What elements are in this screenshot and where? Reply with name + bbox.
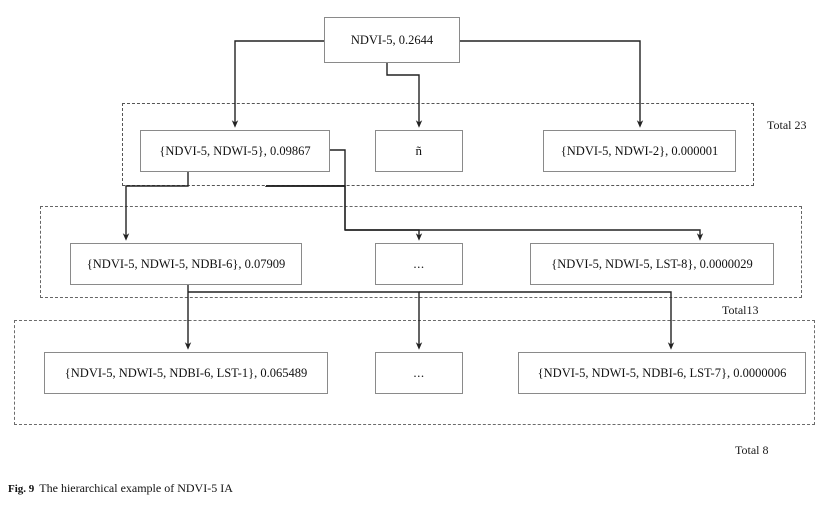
figure-caption: Fig. 9 The hierarchical example of NDVI-5… (8, 481, 233, 496)
group-total-label-level2: Total 23 (767, 118, 807, 132)
node-level4-right[interactable]: {NDVI-5, NDWI-5, NDBI-6, LST-7}, 0.00000… (518, 352, 806, 394)
figure-caption-text: The hierarchical example of NDVI-5 IA (39, 481, 233, 495)
figure-caption-label: Fig. 9 (8, 483, 35, 495)
group-total-label-level4: Total 8 (735, 443, 769, 457)
node-level2-middle-ellipsis[interactable]: ñ (375, 130, 463, 172)
node-level3-left[interactable]: {NDVI-5, NDWI-5, NDBI-6}, 0.07909 (70, 243, 302, 285)
group-boundary-level2 (122, 103, 754, 186)
node-level3-right[interactable]: {NDVI-5, NDWI-5, LST-8}, 0.0000029 (530, 243, 774, 285)
node-root[interactable]: NDVI-5, 0.2644 (324, 17, 460, 63)
node-level3-middle-ellipsis[interactable]: ... (375, 243, 463, 285)
node-level4-middle-ellipsis[interactable]: ... (375, 352, 463, 394)
group-total-label-level3: Total13 (722, 303, 759, 317)
node-level4-left[interactable]: {NDVI-5, NDWI-5, NDBI-6, LST-1}, 0.06548… (44, 352, 328, 394)
node-level2-left[interactable]: {NDVI-5, NDWI-5}, 0.09867 (140, 130, 330, 172)
node-level2-right[interactable]: {NDVI-5, NDWI-2}, 0.000001 (543, 130, 736, 172)
